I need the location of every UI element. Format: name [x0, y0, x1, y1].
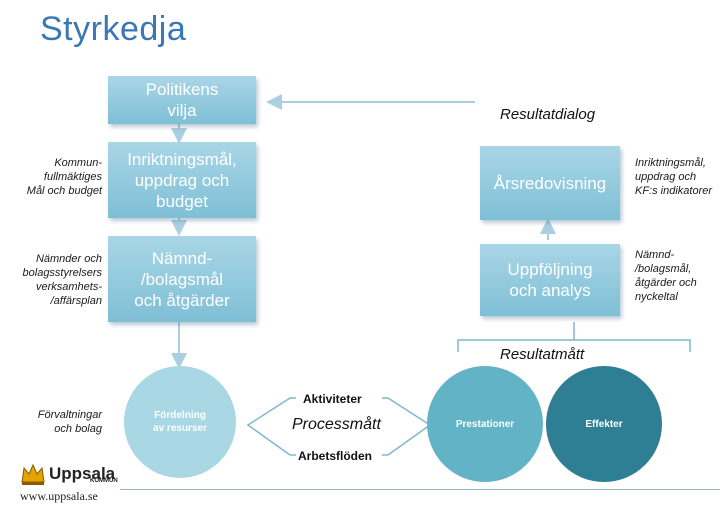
note-kommunfullmaktige: Kommun- fullmäktiges Mål och budget — [26, 157, 102, 197]
note-forvaltningar: Förvaltningar och bolag — [37, 409, 102, 435]
circle-prestationer: Prestationer — [427, 366, 543, 482]
box-arsredovisning: Årsredovisning — [480, 146, 620, 220]
box-uppfoljning: Uppföljning och analys — [480, 244, 620, 316]
note-inriktningsmal: Inriktningsmål, uppdrag och KF:s indikat… — [635, 157, 713, 197]
logo-name: Uppsala — [49, 464, 116, 483]
note-namndmal-nyckeltal: Nämnd- /bolagsmål, åtgärder och nyckelta… — [635, 249, 697, 303]
uppsala-logo: Uppsala KOMMUN — [20, 462, 118, 486]
box-politikens-vilja: Politikens vilja — [108, 76, 256, 124]
page-title: Styrkedja — [40, 10, 187, 48]
aktiviteter-label: Aktiviteter — [303, 392, 362, 406]
circle-effekter: Effekter — [546, 366, 662, 482]
website-link[interactable]: www.uppsala.se — [20, 489, 98, 503]
process-bracket-right — [387, 397, 432, 456]
box-namndmal: Nämnd- /bolagsmål och åtgärder — [108, 236, 256, 322]
resultatmatt-label: Resultatmått — [500, 346, 585, 363]
resultatdialog-label: Resultatdialog — [500, 106, 596, 123]
resultatmatt-brace — [457, 322, 691, 352]
note-namnder: Nämnder och bolagsstyrelsers verksamhets… — [22, 253, 102, 307]
arbetsfloden-label: Arbetsflöden — [298, 449, 373, 463]
process-bracket-left — [246, 397, 291, 456]
crown-icon — [21, 463, 45, 485]
circle-fordelning: Fördelning av resurser — [124, 366, 236, 478]
logo-sub: KOMMUN — [90, 478, 118, 484]
processmatt-label: Processmått — [292, 416, 381, 433]
footer-divider — [120, 489, 720, 490]
box-inriktningsmal: Inriktningsmål, uppdrag och budget — [108, 142, 256, 218]
